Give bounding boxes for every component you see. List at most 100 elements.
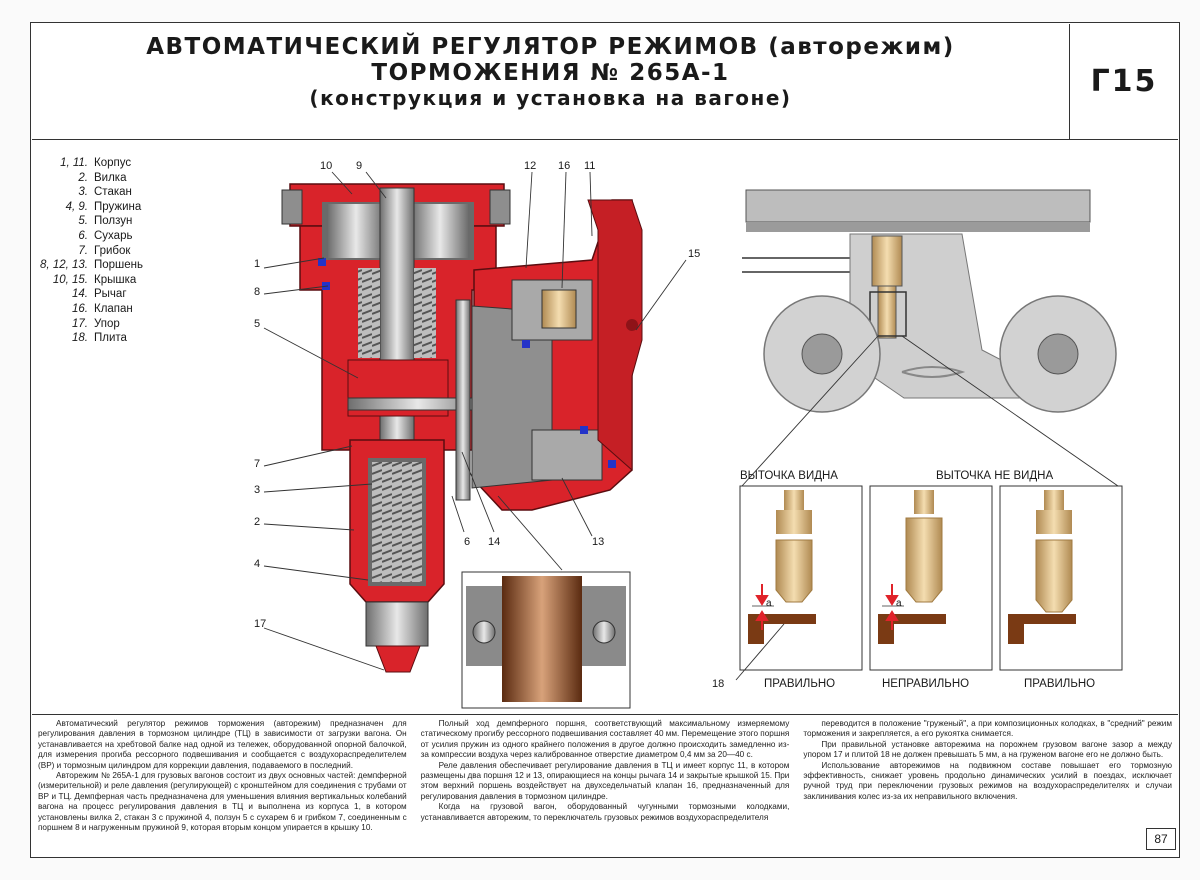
legend-number: 6. bbox=[78, 229, 88, 242]
seal bbox=[580, 426, 588, 434]
piston-13 bbox=[531, 429, 603, 481]
plate-18-view-3 bbox=[1008, 614, 1076, 644]
stop-17-view-3 bbox=[1035, 539, 1073, 613]
callout-2: 2 bbox=[254, 516, 261, 528]
legend-row: 10, 15. Крышка bbox=[36, 273, 236, 288]
plate-18-view-2 bbox=[878, 614, 946, 644]
stop-17 bbox=[365, 601, 429, 647]
legend-part-name: Крышка bbox=[94, 273, 137, 286]
wheel-right-hub bbox=[1037, 333, 1079, 375]
regulator-cutaway bbox=[281, 183, 643, 673]
diagram-svg bbox=[263, 171, 1123, 709]
regulator-stop bbox=[877, 285, 897, 339]
caption-incorrect: НЕПРАВИЛЬНО bbox=[882, 678, 970, 690]
legend-part-name: Вилка bbox=[94, 171, 127, 184]
legend-part-name: Стакан bbox=[94, 186, 132, 199]
legend-number: 18. bbox=[72, 332, 88, 345]
legend-row: 16. Клапан bbox=[36, 302, 236, 317]
callout-10: 10 bbox=[320, 160, 333, 172]
text-column-2: Полный ход демпферного поршня, соответст… bbox=[421, 719, 790, 856]
bogie-spring bbox=[901, 366, 966, 378]
text-paragraph: Когда на грузовой вагон, оборудованный ч… bbox=[420, 802, 790, 822]
text-column-1: Автоматический регулятор режимов торможе… bbox=[38, 719, 407, 856]
bolt-left bbox=[281, 189, 303, 225]
legend-row: 6. Сухарь bbox=[36, 229, 236, 244]
legend-part-name: Корпус bbox=[94, 157, 132, 169]
caption-groove-visible: ВЫТОЧКА ВИДНА bbox=[740, 470, 838, 482]
legend-number: 16. bbox=[72, 302, 88, 315]
seal bbox=[608, 460, 616, 468]
callout-6: 6 bbox=[464, 536, 471, 548]
callout-12: 12 bbox=[524, 160, 537, 172]
leader-18 bbox=[735, 623, 785, 681]
legend-part-name: Грибок bbox=[94, 244, 131, 257]
legend-row: 1, 11. Корпус bbox=[36, 156, 236, 171]
legend-number: 10, 15. bbox=[52, 273, 88, 286]
seal bbox=[318, 258, 326, 266]
lever-14 bbox=[455, 299, 471, 501]
callout-15: 15 bbox=[688, 248, 701, 260]
legend-number: 3. bbox=[78, 186, 88, 199]
sill-flange bbox=[746, 222, 1090, 232]
callout-9: 9 bbox=[356, 160, 363, 172]
collar-1 bbox=[776, 510, 812, 534]
callout-8: 8 bbox=[254, 286, 261, 298]
legend-part-name: Ползун bbox=[94, 215, 133, 228]
callout-5: 5 bbox=[254, 318, 261, 330]
leader-lines bbox=[263, 171, 687, 671]
legend-part-name: Клапан bbox=[94, 302, 133, 315]
legend-part-name: Рычаг bbox=[94, 288, 127, 301]
detail-inset bbox=[461, 495, 631, 709]
callout-7: 7 bbox=[254, 458, 261, 470]
plate-18-view-1 bbox=[748, 614, 816, 644]
text-paragraph: Полный ход демпферного поршня, соответст… bbox=[420, 719, 790, 760]
detail-roller-left bbox=[472, 620, 496, 644]
text-paragraph: переводится в положение "груженый", а пр… bbox=[803, 719, 1173, 739]
legend-number: 17. bbox=[72, 317, 88, 330]
callout-4: 4 bbox=[254, 558, 261, 570]
legend-row: 2. Вилка bbox=[36, 171, 236, 186]
legend-row: 8, 12, 13. Поршень bbox=[36, 258, 236, 273]
legend-row: 18.Плита bbox=[36, 331, 236, 346]
legend-number: 8, 12, 13. bbox=[40, 259, 88, 272]
spring-4 bbox=[372, 462, 422, 582]
text-paragraph: Реле давления обеспечивает регулирование… bbox=[420, 760, 790, 801]
legend-number: 1, 11. bbox=[60, 157, 88, 169]
legend-row: 7. Грибок bbox=[36, 244, 236, 259]
legend-part-name: Поршень bbox=[94, 259, 144, 272]
legend-number: 7. bbox=[78, 244, 88, 257]
legend-number: 2. bbox=[78, 171, 88, 184]
stop-17-view-1 bbox=[775, 539, 813, 603]
legend-part-name: Сухарь bbox=[94, 229, 133, 242]
seal bbox=[522, 340, 530, 348]
callout-3: 3 bbox=[254, 484, 261, 496]
legend-number: 5. bbox=[78, 215, 88, 228]
title-line-1: АВТОМАТИЧЕСКИЙ РЕГУЛЯТОР РЕЖИМОВ (авторе… bbox=[146, 34, 955, 60]
piston-8-right bbox=[412, 204, 468, 258]
stop-tip bbox=[375, 645, 421, 673]
legend-row: 4, 9.Пружина bbox=[36, 200, 236, 215]
callout-14: 14 bbox=[488, 536, 501, 548]
cover-15 bbox=[587, 199, 643, 472]
title-line-2: ТОРМОЖЕНИЯ № 265А-1 bbox=[371, 60, 730, 86]
diagram-area: 10 9 12 16 11 1 8 5 15 7 3 2 6 14 13 4 1… bbox=[32, 140, 1178, 714]
legend-row: 17. Упор bbox=[36, 317, 236, 332]
legend-row: 5. Ползун bbox=[36, 214, 236, 229]
center-sill bbox=[745, 189, 1091, 223]
title-block: АВТОМАТИЧЕСКИЙ РЕГУЛЯТОР РЕЖИМОВ (авторе… bbox=[32, 24, 1070, 140]
legend-row: 14.Рычаг bbox=[36, 287, 236, 302]
callout-1: 1 bbox=[254, 258, 261, 270]
stem-2 bbox=[914, 490, 934, 514]
gap-label-a-2: а bbox=[896, 598, 902, 609]
valve-16 bbox=[541, 289, 577, 329]
text-column-3: переводится в положение "груженый", а пр… bbox=[803, 719, 1172, 856]
callout-16: 16 bbox=[558, 160, 571, 172]
legend-row: 3. Стакан bbox=[36, 185, 236, 200]
callout-13: 13 bbox=[592, 536, 605, 548]
legend-part-name: Упор bbox=[94, 317, 120, 330]
spring-9-left bbox=[358, 268, 380, 358]
caption-correct-1: ПРАВИЛЬНО bbox=[764, 678, 836, 690]
description-text: Автоматический регулятор режимов торможе… bbox=[32, 714, 1178, 856]
